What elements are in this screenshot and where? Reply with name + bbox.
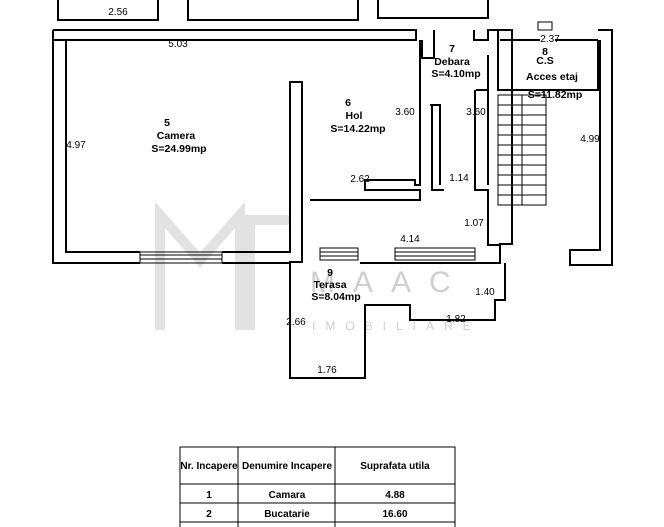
- dimension: 2.62: [350, 174, 370, 185]
- terrace-wall: [289, 263, 506, 379]
- area-table: Nr. Incapere Denumire Incapere Suprafata…: [179, 446, 456, 527]
- room-name: Hol: [346, 110, 363, 122]
- dimension: 2.37: [540, 34, 560, 45]
- room-area: S=24.99mp: [151, 143, 206, 155]
- room-number: 8: [542, 46, 548, 58]
- room-area: S=11.82mp: [528, 89, 583, 101]
- room-number: 5: [164, 117, 170, 129]
- room-number: 9: [327, 267, 333, 279]
- dimension: 3.60: [466, 107, 486, 118]
- dimension: 4.99: [580, 134, 600, 145]
- table-header-nr: Nr. Incapere: [180, 461, 238, 472]
- dimension: 4.14: [400, 234, 420, 245]
- room-name: Camera: [157, 130, 196, 142]
- room-name: Debara: [434, 56, 470, 68]
- dimension: 1.82: [446, 314, 466, 325]
- room-6-label: 6 Hol S=14.22mp: [330, 97, 385, 135]
- dimension: 1.14: [449, 173, 469, 184]
- exterior-wall: [52, 29, 513, 264]
- table-header-area: Suprafata utila: [360, 461, 430, 472]
- room-name-2: Acces etaj: [526, 71, 578, 83]
- table-cell: 16.60: [382, 509, 407, 520]
- dimension-labels: 2.56 5.03 4.97 3.60 3.60 2.62 1.14 1.07 …: [66, 7, 600, 376]
- room-name: C.S: [536, 55, 554, 67]
- dimension: 1.76: [317, 365, 337, 376]
- table-cell: 4.88: [385, 490, 405, 501]
- hallway-wall: [430, 55, 500, 246]
- top-room-wall: [57, 0, 489, 21]
- window-markers: [139, 247, 476, 264]
- dimension: 2.56: [108, 7, 128, 18]
- watermark-logo: MAAC: [310, 266, 469, 299]
- table-cell: Camara: [269, 490, 306, 501]
- dimension: 2.66: [286, 317, 306, 328]
- room-number: 7: [449, 43, 455, 55]
- dimension: 4.97: [66, 140, 86, 151]
- room-area: S=14.22mp: [330, 123, 385, 135]
- room-number: 6: [345, 97, 351, 109]
- staircase: [497, 21, 553, 206]
- table-cell: Bucatarie: [264, 509, 310, 520]
- watermark-sub: IMOBILIARE: [312, 319, 481, 333]
- room-area: S=8.04mp: [311, 291, 360, 303]
- room-5-label: 5 Camera S=24.99mp: [151, 117, 206, 155]
- watermark: MAAC IMOBILIARE: [155, 201, 481, 333]
- table-cell: 1: [206, 490, 212, 501]
- dimension: 5.03: [168, 39, 188, 50]
- right-wing-wall: [497, 29, 613, 266]
- room-area: S=4.10mp: [431, 68, 480, 80]
- dimension: 1.40: [475, 287, 495, 298]
- room-name: Terasa: [313, 279, 346, 291]
- room-9-label: 9 Terasa S=8.04mp: [311, 267, 360, 303]
- table-header-name: Denumire Incapere: [242, 461, 332, 472]
- room-7-label: 7 Debara S=4.10mp: [431, 43, 480, 80]
- dimension: 1.07: [464, 218, 484, 229]
- dimension: 3.60: [395, 107, 415, 118]
- table-cell: 2: [206, 509, 212, 520]
- room-8-label: 8 C.S Acces etaj S=11.82mp: [526, 46, 582, 101]
